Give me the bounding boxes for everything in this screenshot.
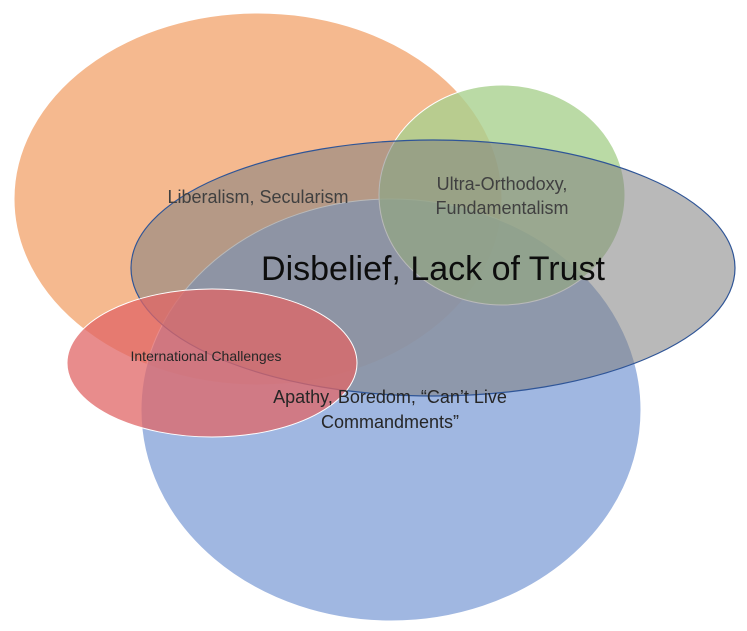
disbelief-label: Disbelief, Lack of Trust: [261, 250, 605, 288]
international-ellipse: [66, 288, 358, 438]
apathy-label-line-1: Apathy, Boredom, “Can’t Live: [273, 387, 507, 407]
orthodoxy-label-line-2: Fundamentalism: [435, 198, 568, 218]
liberalism-label: Liberalism, Secularism: [167, 187, 348, 207]
apathy-label-line-2: Commandments”: [321, 412, 459, 432]
international-label: International Challenges: [131, 348, 282, 364]
orthodoxy-label-line-1: Ultra-Orthodoxy,: [437, 174, 568, 194]
